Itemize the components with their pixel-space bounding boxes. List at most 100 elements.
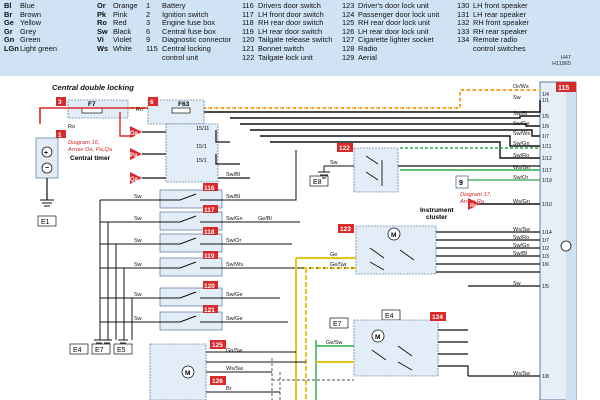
- badge-117: 117: [204, 207, 215, 214]
- motor-icon: [181, 365, 195, 379]
- legend-value: Aerial: [358, 52, 377, 62]
- drivers-door-lock-unit-123: 123 M: [338, 224, 468, 275]
- fuse-f63-symbol: [171, 107, 191, 114]
- legend-value: Drivers door switch: [258, 1, 321, 10]
- right-wire-label: Sw/Or: [513, 175, 528, 181]
- legend-key: 120: [242, 35, 255, 45]
- legend-value: Cigarette lighter socket: [358, 35, 434, 45]
- svg-text:Sw: Sw: [134, 238, 142, 244]
- connector-pin-label: 1/7: [542, 238, 549, 244]
- legend-value: Engine fuse box: [162, 18, 216, 28]
- legend-row: 116 Drivers door switch: [242, 1, 332, 11]
- legend-key: 117: [242, 9, 254, 19]
- arrow-oa-icon: [130, 126, 142, 138]
- arrow-pa-icon: [130, 148, 142, 160]
- arrow-qa-label: Qa: [130, 177, 139, 183]
- right-wire-label: Sw: [513, 281, 521, 287]
- legend-key: 6: [146, 26, 151, 36]
- legend-value: Yellow: [20, 18, 42, 28]
- legend-key: 122: [242, 52, 255, 62]
- legend-value: Tailgate lock unit: [258, 52, 313, 62]
- legend-key: LGn: [4, 43, 19, 53]
- legend-value: Bonnet switch: [258, 43, 305, 53]
- legend-key: Ws: [97, 43, 109, 53]
- legend-value: LH rear door switch: [258, 26, 323, 36]
- legend-value: Passenger door lock unit: [358, 9, 440, 19]
- badge-1: 1: [58, 132, 62, 139]
- central-timer-label: Central timer: [70, 155, 111, 162]
- legend-key: 116: [242, 1, 254, 10]
- ground-e4b: E4: [385, 313, 394, 320]
- legend-key: 125: [342, 18, 355, 28]
- wire-labels: Ro Ro 15/11 15/1 15/1 Sw/Bl Sw/Bl Sw Sw …: [68, 107, 347, 392]
- passenger-door-lock-unit-124: 124 M: [353, 312, 469, 377]
- arrow-ra-label: Ra: [470, 203, 478, 209]
- svg-text:Sw: Sw: [134, 262, 142, 268]
- ground-e7: E7: [95, 347, 104, 354]
- arrow-pa-label: Pa: [130, 153, 138, 159]
- svg-text:Sw/Ge: Sw/Ge: [226, 292, 243, 298]
- right-wire-label: Ws/Gn: [513, 165, 530, 171]
- legend-key: 132: [457, 18, 470, 28]
- connector-pin-label: 1/6: [542, 262, 549, 268]
- legend-key: 129: [342, 52, 355, 62]
- badge-116: 116: [204, 185, 215, 192]
- legend-value: Red: [113, 18, 127, 28]
- switch-badges: 116 117 118 119 120 121 3 6 1 115: [56, 82, 576, 314]
- svg-text:9: 9: [459, 180, 463, 187]
- legend-key: 126: [342, 26, 355, 36]
- central-timer-ref-2: Arrow Oa, Pa,Qa: [67, 147, 113, 153]
- legend-key: 128: [342, 43, 355, 53]
- badge-119: 119: [204, 253, 215, 260]
- connector-pin-label: 1/8: [542, 374, 549, 380]
- legend-value: Radio: [358, 43, 378, 53]
- svg-text:Sw/Bl: Sw/Bl: [226, 194, 240, 200]
- legend-value: Grey: [20, 26, 37, 36]
- right-wire-label: Sw/Ws: [513, 131, 530, 137]
- instrument-cluster-ref: Diagram 17,: [460, 192, 492, 198]
- connector-pin-label: 1/17: [542, 168, 552, 174]
- legend-value: Brown: [20, 9, 41, 19]
- legend-value: Central fuse box: [162, 26, 216, 36]
- legend-key: 134: [457, 35, 470, 45]
- badge-115: 115: [558, 85, 569, 92]
- svg-text:Sw/Ge: Sw/Ge: [226, 316, 243, 322]
- legend-value: RH rear speaker: [473, 26, 528, 36]
- badge-124: 124: [432, 314, 443, 321]
- legend-row: LGnLight green: [4, 43, 57, 54]
- legend-value: LH rear door lock unit: [358, 26, 429, 36]
- legend-key: 1: [146, 1, 151, 10]
- diagram-code: H47 H11865: [552, 55, 571, 67]
- legend-value: RH rear door lock unit: [358, 18, 430, 28]
- connector-pin-label: 1/19: [542, 178, 552, 184]
- right-wire-label: Sw/Ro: [513, 235, 529, 241]
- timer-arrows: Oa Pa Qa: [130, 126, 142, 184]
- legend-value: LH front speaker: [473, 1, 528, 10]
- right-wire-label: Ws/Gn: [513, 199, 530, 205]
- right-wire-label: Sw/Bl: [513, 251, 527, 257]
- legend-row: control switches: [457, 44, 529, 54]
- battery-feed-wire: [39, 107, 148, 124]
- legend-value: Green: [20, 35, 41, 45]
- rear-door-lock-units: 125 126 M: [149, 340, 306, 400]
- svg-text:15/11: 15/11: [196, 126, 209, 132]
- right-wire-label: Or/Ws: [513, 84, 529, 90]
